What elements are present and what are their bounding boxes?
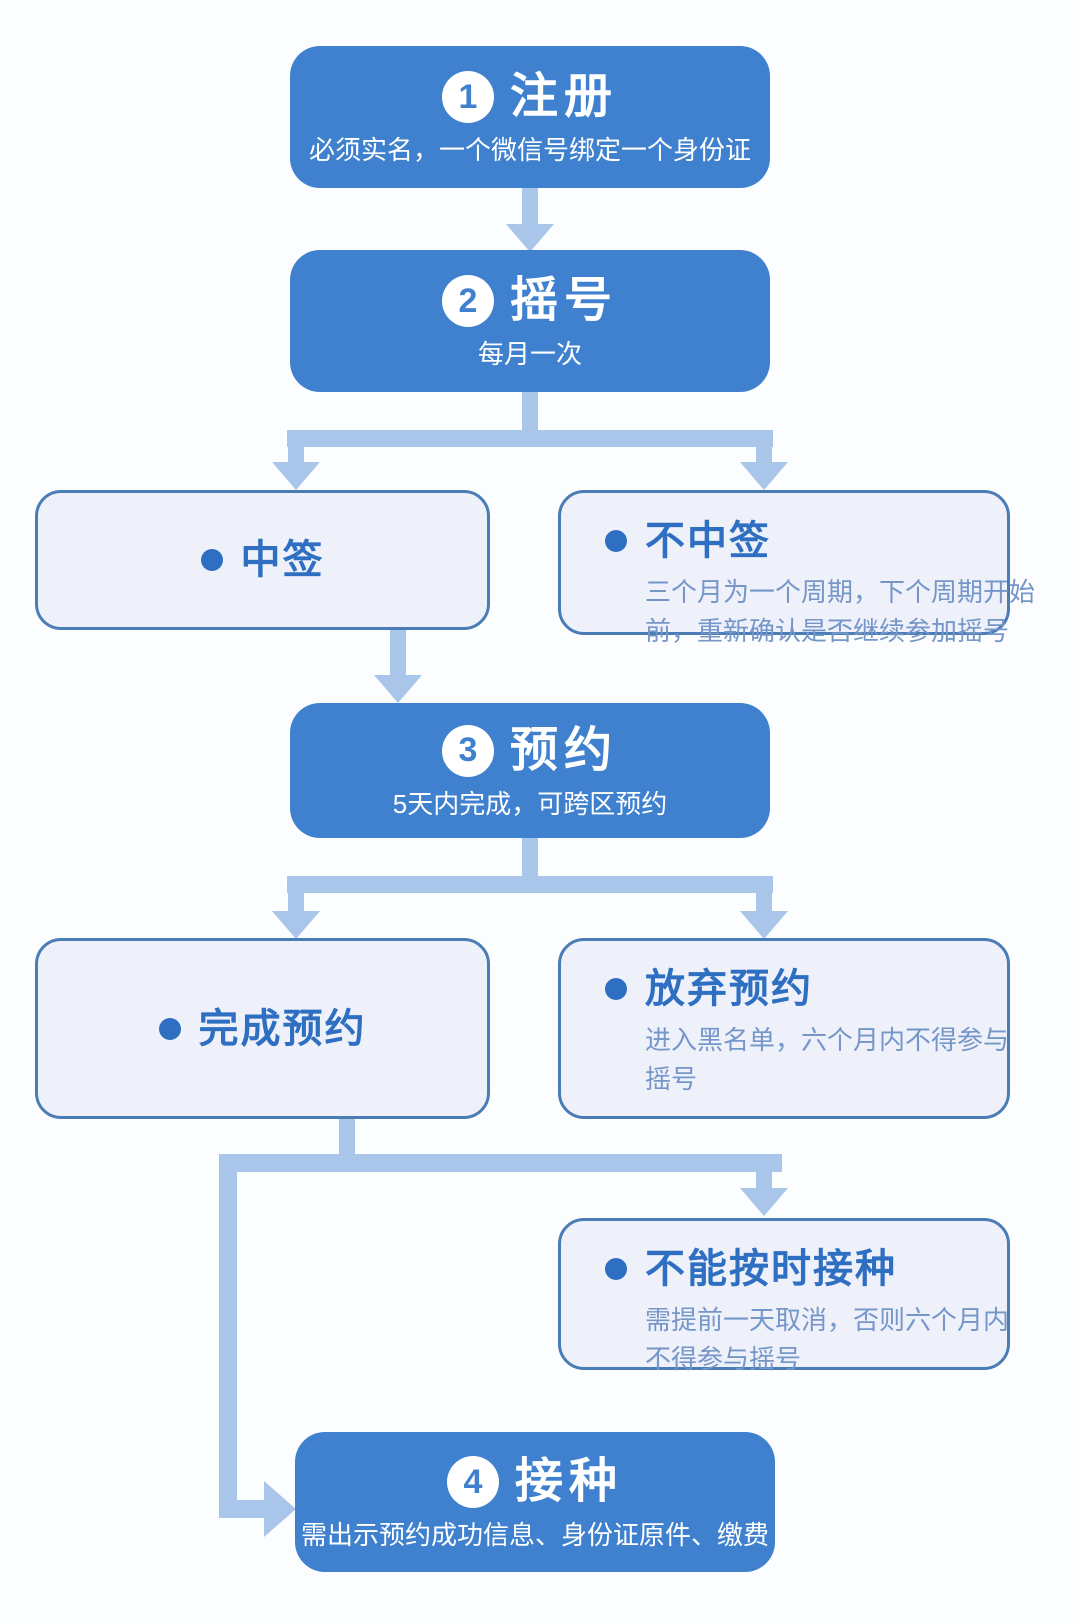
node-vaccinate-title-row: 4 接种 [446, 1455, 623, 1508]
node-win-label-row: 中签 [38, 493, 487, 627]
node-abandon-detail-line2: 摇号 [645, 1064, 698, 1094]
node-miss-detail-line2: 不得参与摇号 [645, 1344, 802, 1374]
bullet-dot-icon [158, 1017, 181, 1040]
connector-complete-bar [219, 1154, 782, 1172]
node-register-subtitle: 必须实名，一个微信号绑定一个身份证 [308, 135, 751, 165]
node-appointment-subtitle: 5天内完成，可跨区预约 [392, 788, 668, 819]
node-miss: 不能按时接种 需提前一天取消，否则六个月内 不得参与摇号 [558, 1218, 1010, 1374]
arrow-down-icon [740, 1188, 788, 1216]
node-register: 1 注册 必须实名，一个微信号绑定一个身份证 [290, 46, 770, 188]
connector-step1-step2 [522, 188, 538, 224]
node-win: 中签 [35, 490, 490, 630]
node-register-title: 注册 [509, 70, 618, 123]
node-register-title-row: 1 注册 [441, 70, 618, 123]
step2-number-badge: 2 [441, 275, 494, 327]
bullet-dot-icon [605, 530, 627, 552]
node-lose-detail-line1: 三个月为一个周期，下个周期开始 [645, 577, 1036, 607]
node-complete-label: 完成预约 [198, 1006, 367, 1051]
step3-number-badge: 3 [441, 724, 494, 777]
connector-branch1-bar [287, 430, 773, 447]
connector-complete-left-horizontal [219, 1500, 264, 1518]
arrow-down-icon [272, 911, 320, 939]
connector-branch2-right [756, 893, 772, 911]
arrow-down-icon [374, 675, 422, 703]
node-vaccinate-title: 接种 [514, 1455, 623, 1508]
node-lose-label-row: 不中签 [605, 517, 991, 565]
node-miss-label: 不能按时接种 [645, 1247, 897, 1291]
node-complete: 完成预约 [35, 938, 490, 1119]
connector-branch2-stem [522, 838, 538, 876]
connector-complete-stem [339, 1119, 355, 1154]
connector-branch1-right [756, 447, 772, 462]
connector-branch1-left [288, 447, 304, 462]
arrow-right-icon [264, 1481, 296, 1537]
node-lottery-title-row: 2 摇号 [441, 274, 618, 327]
connector-win-step3 [390, 630, 406, 675]
arrow-down-icon [272, 462, 320, 490]
node-appointment-title-row: 3 预约 [441, 723, 618, 777]
node-lottery-subtitle: 每月一次 [477, 339, 582, 369]
node-complete-label-row: 完成预约 [38, 941, 487, 1116]
arrow-down-icon [740, 462, 788, 490]
node-miss-label-row: 不能按时接种 [605, 1245, 991, 1293]
bullet-dot-icon [200, 549, 223, 571]
node-appointment-title: 预约 [509, 723, 618, 777]
node-vaccinate: 4 接种 需出示预约成功信息、身份证原件、缴费 [295, 1432, 775, 1572]
bullet-dot-icon [605, 1258, 627, 1280]
node-win-label: 中签 [240, 538, 325, 582]
node-lottery-title: 摇号 [509, 274, 618, 327]
node-abandon-label: 放弃预约 [645, 967, 813, 1011]
connector-branch1-stem [522, 392, 538, 430]
node-lose-label: 不中签 [645, 519, 771, 563]
node-abandon-detail: 进入黑名单，六个月内不得参与 摇号 [645, 1021, 1010, 1099]
node-abandon-detail-line1: 进入黑名单，六个月内不得参与 [645, 1025, 1010, 1055]
node-lose-detail-line2: 前，重新确认是否继续参加摇号 [645, 616, 1010, 646]
node-lose: 不中签 三个月为一个周期，下个周期开始 前，重新确认是否继续参加摇号 [558, 490, 1035, 646]
connector-complete-left-vertical [219, 1154, 237, 1518]
node-abandon: 放弃预约 进入黑名单，六个月内不得参与 摇号 [558, 938, 1010, 1119]
connector-branch2-left [288, 893, 304, 911]
bullet-dot-icon [605, 978, 627, 1000]
step1-number-badge: 1 [441, 71, 494, 123]
node-abandon-label-row: 放弃预约 [605, 965, 991, 1013]
node-lottery: 2 摇号 每月一次 [290, 250, 770, 392]
node-miss-detail-line1: 需提前一天取消，否则六个月内 [645, 1305, 1010, 1335]
node-miss-detail: 需提前一天取消，否则六个月内 不得参与摇号 [645, 1301, 1010, 1379]
node-appointment: 3 预约 5天内完成，可跨区预约 [290, 703, 770, 838]
step4-number-badge: 4 [446, 1456, 499, 1508]
node-lose-detail: 三个月为一个周期，下个周期开始 前，重新确认是否继续参加摇号 [645, 573, 1036, 651]
connector-branch2-bar [287, 876, 773, 893]
arrow-down-icon [740, 911, 788, 939]
connector-complete-right [756, 1172, 772, 1188]
node-vaccinate-subtitle: 需出示预约成功信息、身份证原件、缴费 [300, 1520, 769, 1550]
arrow-down-icon [506, 224, 554, 252]
